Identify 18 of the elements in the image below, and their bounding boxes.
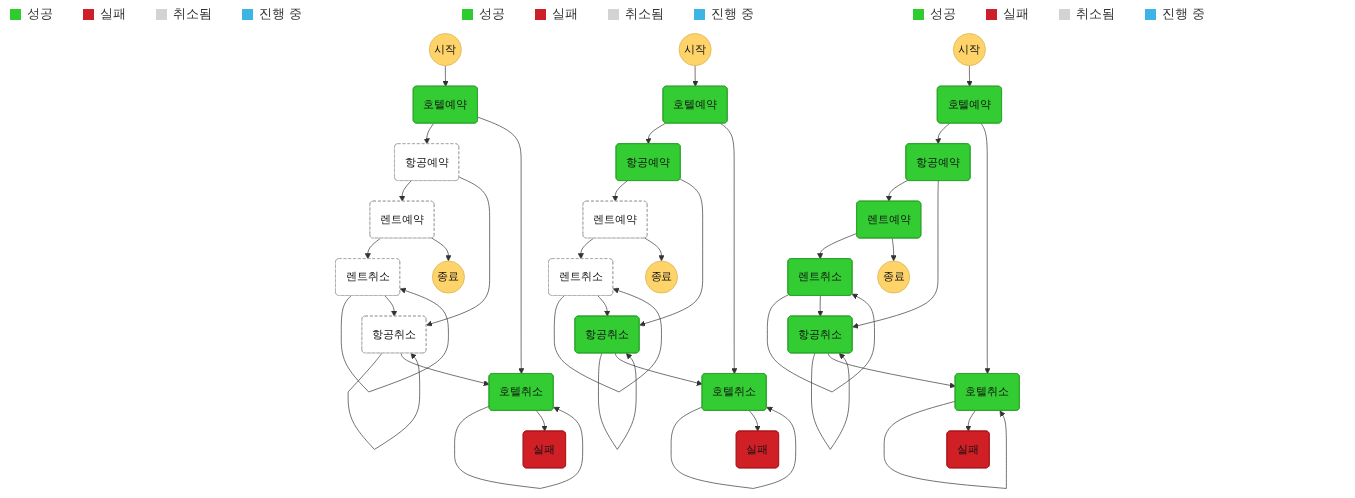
node-circle: 종료 [432,260,465,294]
legend-label: 실패 [551,5,578,23]
legend-label: 실패 [1003,5,1030,23]
legend-label: 진행 중 [259,5,303,23]
node-circle: 시작 [953,33,986,66]
legend-label: 취소됨 [173,5,212,23]
legend-label: 취소됨 [624,5,664,23]
legend-label: 성공 [930,5,957,23]
legend-label: 성공 [478,5,505,23]
legend-label: 실패 [100,5,126,23]
node-circle: 종료 [877,260,911,294]
legend-label: 취소됨 [1076,5,1116,23]
legend-label: 진행 중 [710,5,754,23]
node-circle: 종료 [645,260,678,294]
node-circle: 시작 [429,33,462,66]
node-circle: 시작 [678,33,712,66]
legend-label: 성공 [27,5,53,23]
legend-label: 진행 중 [1162,5,1206,23]
